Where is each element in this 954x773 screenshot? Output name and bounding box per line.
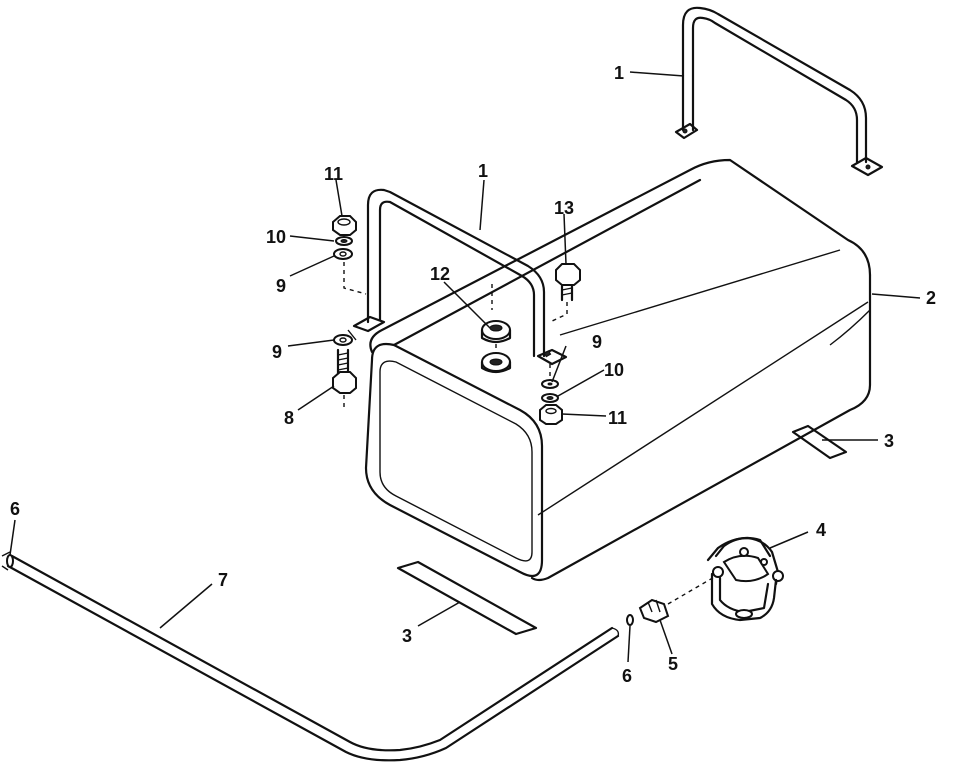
pad-front <box>396 560 538 636</box>
gasket-tube-end <box>1 551 11 571</box>
upper-bolt <box>549 263 581 323</box>
callout-labels: 1 1 2 3 3 4 5 6 6 7 8 9 9 9 10 10 11 11 … <box>10 63 936 686</box>
fitting <box>638 575 717 624</box>
callout-bolt-upper: 13 <box>554 198 574 218</box>
fuel-filter <box>706 536 784 622</box>
leader-lines <box>9 71 921 663</box>
callout-nut-right: 11 <box>608 408 627 428</box>
rear-mounting-strap <box>674 6 884 177</box>
callout-nut-upper-left: 11 <box>324 164 343 184</box>
front-mounting-strap <box>352 188 568 366</box>
callout-lockwasher-upper-left: 10 <box>266 227 286 247</box>
callout-strap-front: 1 <box>478 161 488 181</box>
right-hardware <box>539 364 563 425</box>
gasket-filter <box>626 614 634 626</box>
callout-pad-right: 3 <box>884 431 894 451</box>
fuel-line <box>6 554 620 762</box>
callout-filter: 4 <box>816 520 826 540</box>
callout-washer-right: 9 <box>592 332 602 352</box>
callout-gasket-filter: 6 <box>622 666 632 686</box>
callout-fuel-line: 7 <box>218 570 228 590</box>
callout-bolt-left: 8 <box>284 408 294 428</box>
upper-left-hardware <box>332 215 367 295</box>
pad-right <box>791 424 848 460</box>
lower-left-hardware <box>332 329 357 410</box>
grommet <box>480 284 512 374</box>
callout-gasket-tube-end: 6 <box>10 499 20 519</box>
callout-pad-front: 3 <box>402 626 412 646</box>
callout-washer-upper-left: 9 <box>276 276 286 296</box>
callout-lockwasher-right: 10 <box>604 360 624 380</box>
callout-washer-lower-left: 9 <box>272 342 282 362</box>
callout-grommet: 12 <box>430 264 450 284</box>
callout-strap-rear: 1 <box>614 63 624 83</box>
callout-fitting: 5 <box>668 654 678 674</box>
fuel-tank <box>364 158 872 582</box>
callout-tank: 2 <box>926 288 936 308</box>
